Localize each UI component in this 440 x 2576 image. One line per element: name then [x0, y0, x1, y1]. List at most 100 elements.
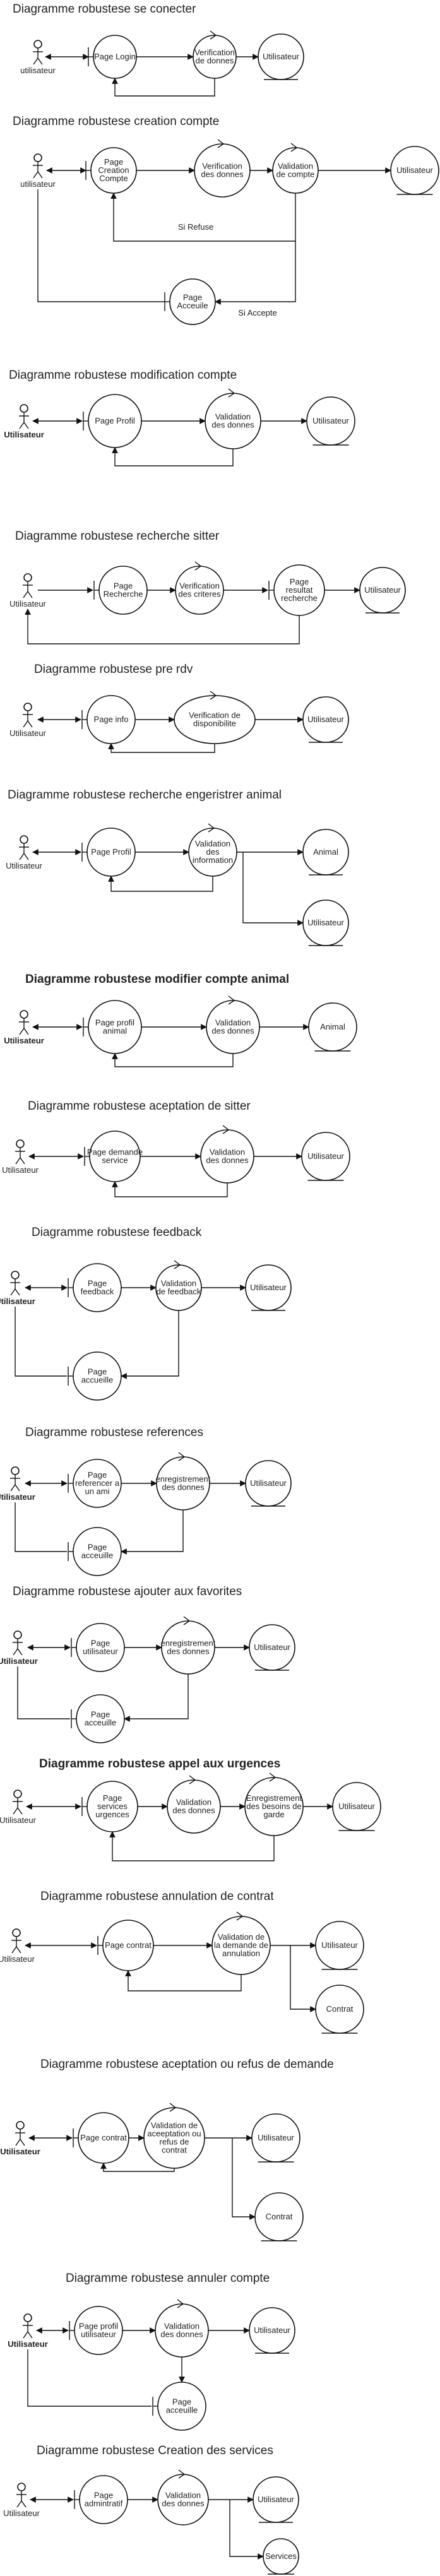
- node-label: Utilisateur: [258, 2495, 294, 2504]
- boundary-node: [85, 147, 137, 194]
- boundary-node: [93, 566, 148, 615]
- control-circle: [161, 1620, 215, 1675]
- control-node: [167, 1775, 221, 1834]
- node-label: Utilisateur: [307, 715, 344, 724]
- actor-head: [23, 703, 32, 711]
- entity-node: [315, 1921, 364, 1970]
- control-arrow: [183, 1616, 191, 1625]
- entity-node: [302, 696, 349, 743]
- node-label: Validation de: [151, 2121, 198, 2130]
- actor-label: utilisateur: [20, 179, 56, 189]
- control-node: [205, 388, 261, 449]
- control-circle: [143, 2107, 205, 2169]
- actor-label: Utilisateur: [0, 1815, 37, 1825]
- actor-head: [11, 1271, 20, 1279]
- node-label: des donnes: [167, 1647, 210, 1656]
- node-label: Contrat: [266, 2212, 293, 2221]
- boundary-node: [69, 2306, 123, 2355]
- control-node: [272, 143, 319, 194]
- node-label: Validation de: [218, 1932, 265, 1942]
- control-circle: [244, 1777, 304, 1836]
- diagram-title: Diagramme robustese annuler compte: [66, 2272, 270, 2285]
- connector-edge: [15, 1502, 67, 1552]
- actor-icon: [19, 1010, 29, 1035]
- node-label: Enregistrement: [246, 1793, 302, 1803]
- control-arrow: [210, 30, 217, 40]
- node-label: disponibilite: [193, 719, 236, 728]
- node-label: Page contrat: [105, 1940, 152, 1950]
- actor-icon: [16, 2483, 27, 2508]
- control-circle: [193, 35, 237, 79]
- diagram-title: Diagramme robustese modification compte: [9, 369, 237, 382]
- node-label: la demande de: [214, 1940, 268, 1950]
- node-label: Page: [91, 1639, 110, 1648]
- connector-edge: [112, 1181, 228, 1197]
- control-circle: [205, 393, 261, 449]
- node-label: Validation: [210, 1148, 245, 1157]
- actor-leg-right: [21, 2500, 27, 2508]
- control-node: [200, 1125, 254, 1184]
- edge-label-refuse: Si Refuse: [178, 222, 213, 232]
- entity-node: [253, 2476, 299, 2523]
- connector-edge: [121, 1510, 184, 1555]
- node-label: animal: [103, 1026, 127, 1036]
- actor-leg-right: [15, 1484, 20, 1492]
- control-node: [244, 1772, 304, 1836]
- actor-icon: [23, 2313, 33, 2339]
- node-label: Validation: [176, 1798, 211, 1807]
- node-label: Utilisateur: [321, 1940, 358, 1950]
- node-label: des donnes: [162, 1483, 205, 1492]
- actor-head: [20, 1010, 28, 1019]
- actor-label: utilisateur: [20, 66, 56, 75]
- control-circle: [174, 695, 256, 744]
- actor-head: [20, 835, 28, 844]
- node-label: Page: [103, 1793, 122, 1803]
- node-label: des donnes: [211, 1026, 254, 1036]
- node-label: Page profil: [95, 1018, 134, 1028]
- control-arrow: [177, 2299, 184, 2308]
- actor-leg-left: [11, 1946, 17, 1954]
- entity-node: [258, 33, 304, 80]
- actor-leg-left: [19, 853, 25, 860]
- boundary-node: [81, 828, 136, 877]
- node-label: urgences: [95, 1810, 129, 1819]
- actor-leg-right: [20, 2139, 25, 2146]
- edges-layer: [15, 54, 391, 2560]
- node-label: refus de: [160, 2137, 189, 2147]
- connector-edge: [109, 1831, 275, 1861]
- node-label: resultat: [286, 585, 313, 595]
- control-arrow: [174, 1260, 181, 1269]
- actor-leg-left: [23, 591, 28, 598]
- connector-edge: [229, 2500, 264, 2560]
- node-label: Page: [183, 293, 202, 302]
- node-label: des donnes: [172, 1806, 215, 1815]
- actor-leg-left: [33, 57, 39, 65]
- connector-edge: [108, 875, 213, 892]
- connector-edge: [215, 241, 296, 305]
- entity-node: [302, 829, 349, 875]
- actor-leg-right: [27, 2331, 33, 2339]
- actor-leg-left: [16, 2500, 22, 2508]
- node-label: Page: [88, 1279, 107, 1288]
- node-label: utilisateur: [81, 2330, 116, 2339]
- diagram-title: Diagramme robustese ajouter aux favorite…: [13, 1585, 242, 1598]
- connector-edge: [27, 2349, 152, 2407]
- boundary-node: [97, 1920, 154, 1971]
- actor-label: Utilisateur: [6, 861, 42, 870]
- node-label: acceuille: [166, 2406, 198, 2415]
- boundary-node: [71, 1623, 125, 1672]
- control-circle: [200, 1129, 254, 1184]
- node-label: Page: [88, 1543, 107, 1552]
- control-node: [174, 691, 256, 744]
- actor-icon: [13, 1630, 23, 1656]
- node-label: des donnes: [160, 2330, 203, 2339]
- connector-edge: [25, 608, 300, 644]
- boundary-node: [83, 1000, 142, 1054]
- control-arrow: [269, 1772, 276, 1782]
- boundary-node: [84, 1131, 141, 1182]
- node-label: Page: [114, 581, 133, 591]
- node-label: Validation: [278, 162, 313, 171]
- connector-edge: [232, 2138, 256, 2220]
- actor-label: Utilisateur: [9, 599, 46, 608]
- connector-edge: [121, 1310, 179, 1379]
